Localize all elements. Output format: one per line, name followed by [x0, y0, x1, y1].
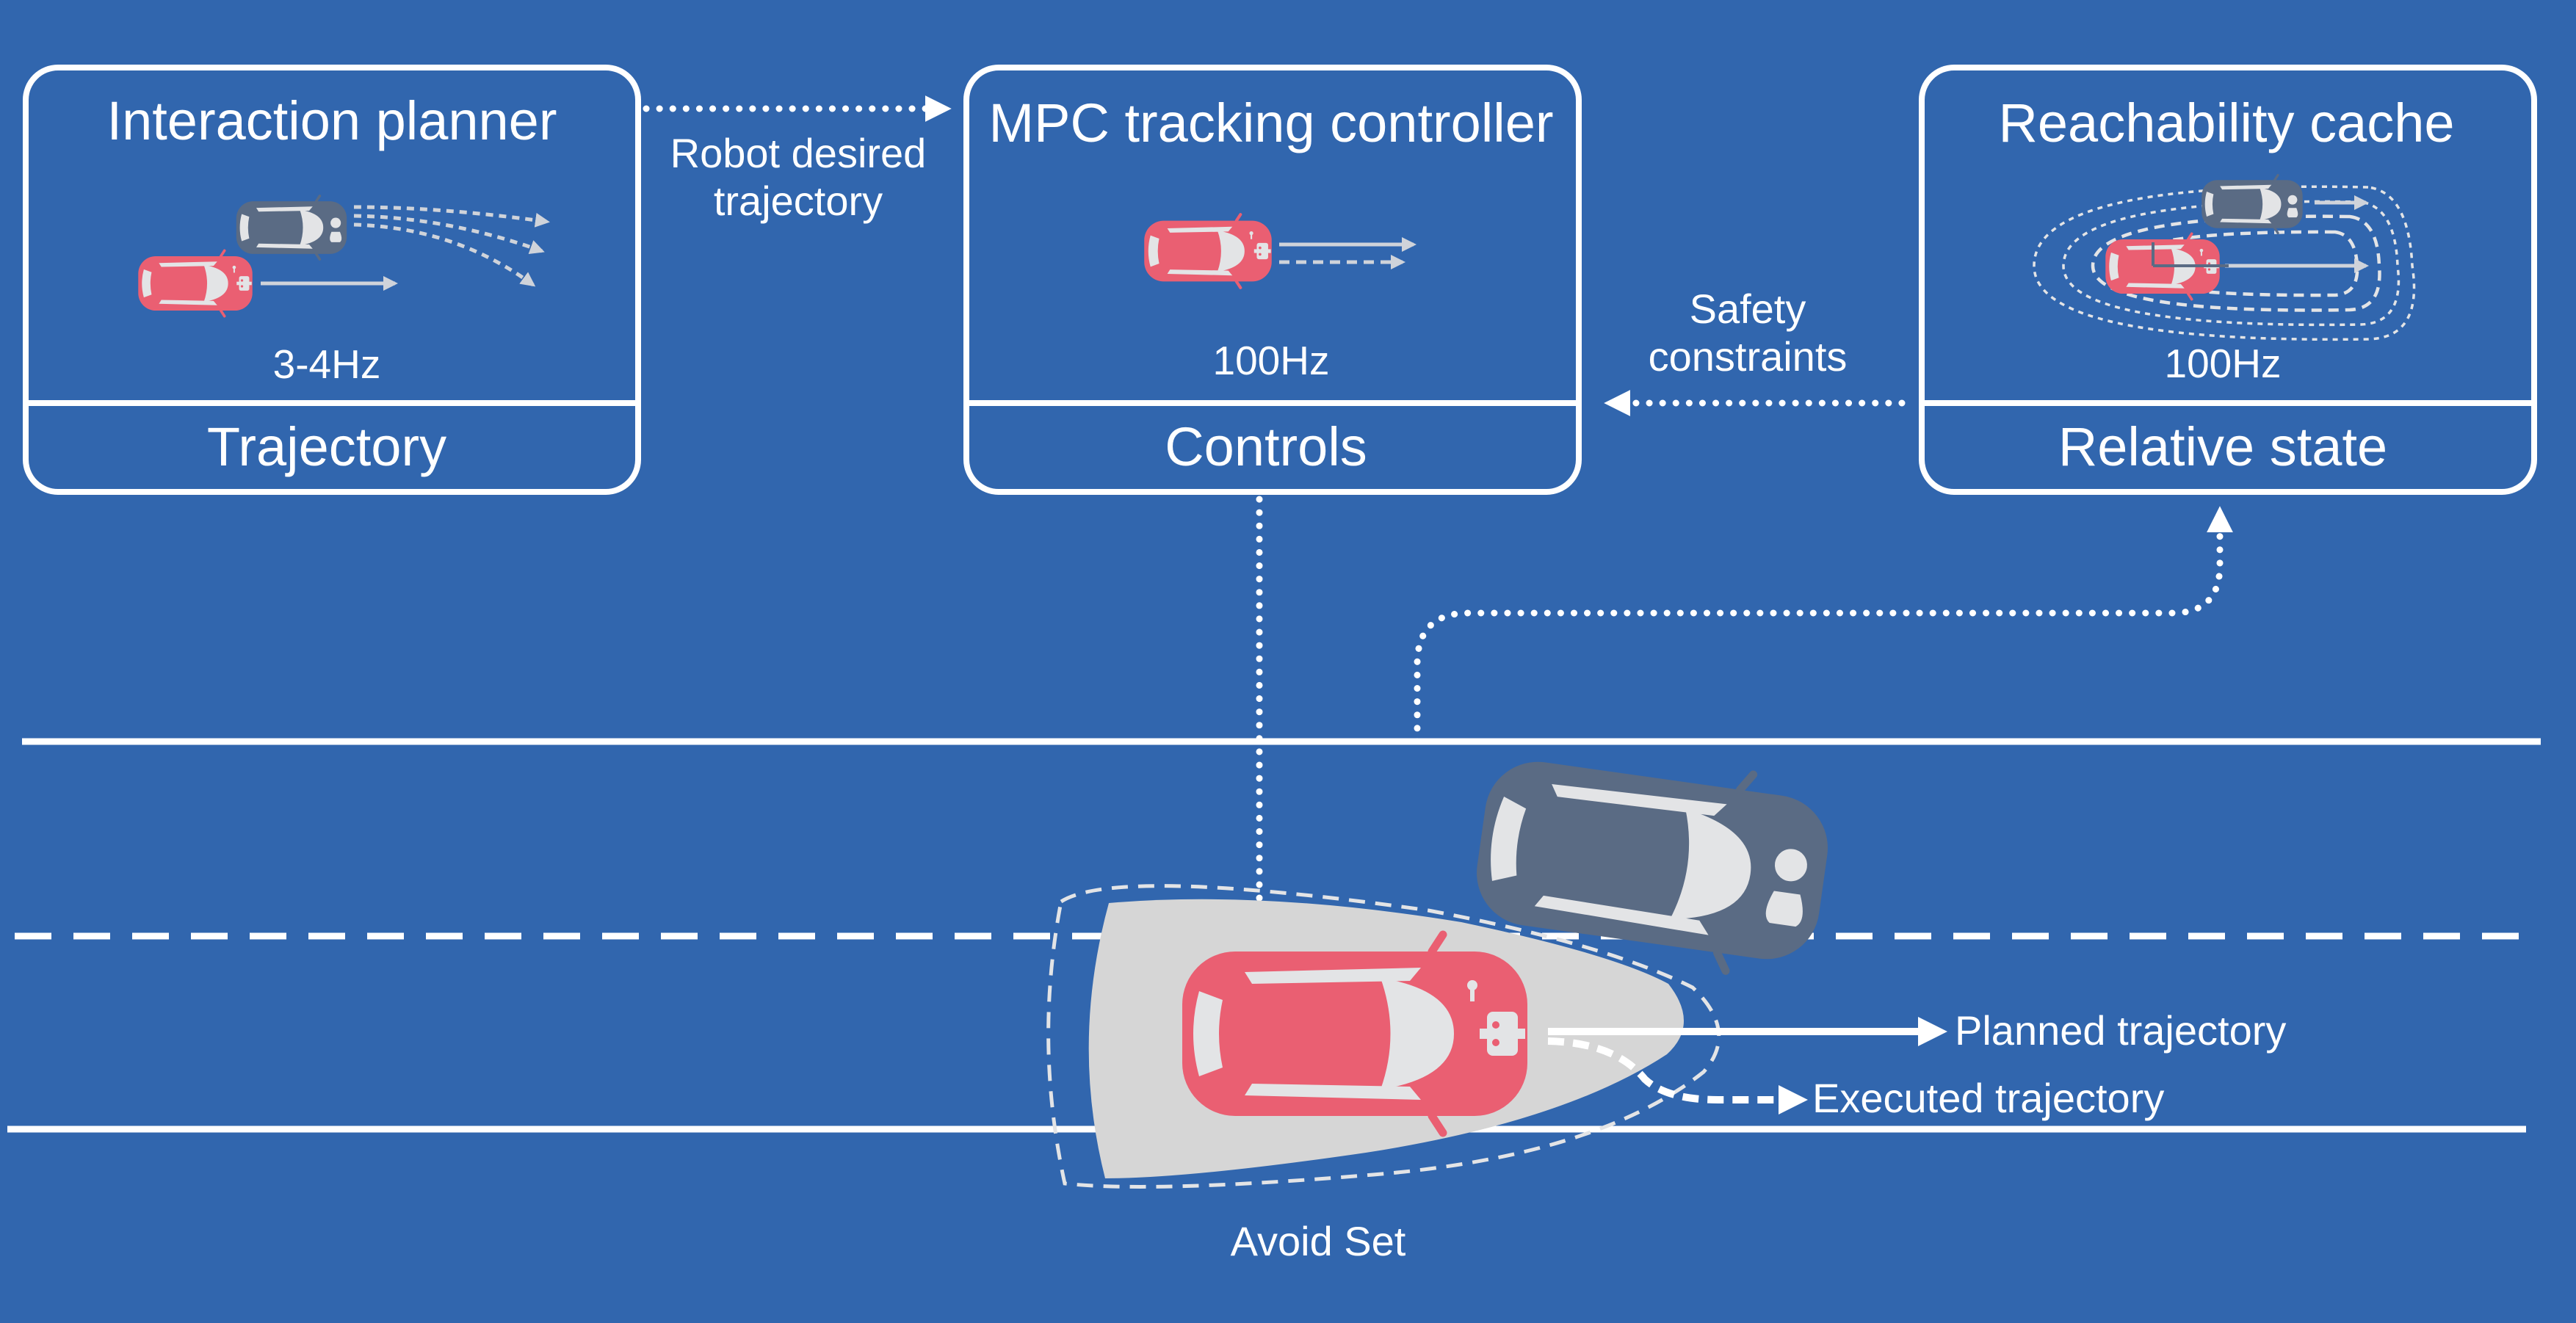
car-icon: [1182, 935, 1527, 1133]
desired-label-line1: Robot desired: [670, 130, 927, 176]
reachability-cache-box: Reachability cache 100Hz Relative state: [1919, 65, 2537, 495]
planner-mini-scene: [137, 195, 550, 318]
mpc-rate: 100Hz: [1213, 338, 1330, 383]
car-icon: [2200, 173, 2304, 235]
mpc-mini-scene: [1144, 214, 1417, 288]
safety-label-line2: constraints: [1649, 333, 1848, 380]
safety-label-line1: Safety: [1690, 286, 1806, 332]
mpc-footer: Controls: [1165, 416, 1367, 477]
relative-state-arrow: [1414, 506, 2233, 745]
car-icon: [235, 195, 348, 261]
desired-label-line2: trajectory: [714, 178, 883, 224]
car-icon: [1144, 214, 1272, 288]
robot-car: [1182, 935, 1527, 1133]
cache-mini-scene: [2033, 173, 2416, 341]
car-icon: [137, 249, 254, 318]
cache-rate: 100Hz: [2165, 341, 2282, 386]
executed-trajectory: Executed trajectory: [1547, 1037, 2164, 1121]
planner-title: Interaction planner: [107, 90, 557, 151]
avoid-set-label: Avoid Set: [1231, 1218, 1406, 1264]
planner-rate: 3-4Hz: [273, 341, 381, 387]
safety-constraints-arrow: Safety constraints: [1604, 286, 1906, 416]
mpc-title: MPC tracking controller: [988, 93, 1553, 153]
planned-trajectory-label: Planned trajectory: [1955, 1007, 2286, 1054]
desired-trajectory-arrow: Robot desired trajectory: [643, 95, 952, 224]
cache-footer: Relative state: [2058, 416, 2387, 477]
mpc-controller-box: MPC tracking controller 100Hz Controls: [963, 65, 1582, 495]
interaction-planner-box: Interaction planner 3-4Hz Trajectory: [23, 65, 641, 495]
planner-footer: Trajectory: [207, 416, 446, 477]
cache-title: Reachability cache: [1998, 93, 2454, 153]
planned-trajectory: Planned trajectory: [1548, 1007, 2286, 1054]
executed-trajectory-label: Executed trajectory: [1812, 1075, 2164, 1121]
